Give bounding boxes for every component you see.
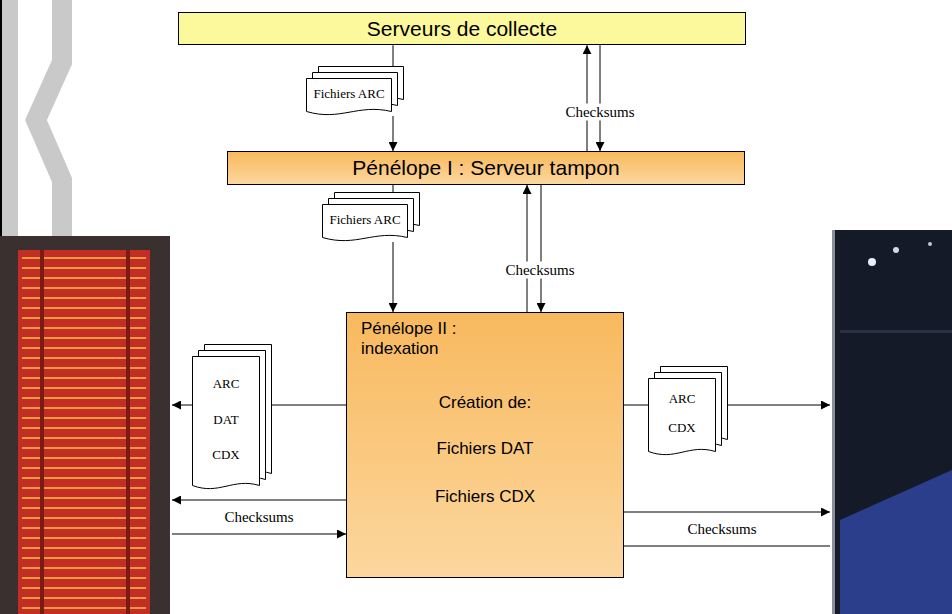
box-label: Pénélope I : Serveur tampon xyxy=(352,155,619,180)
edge-label: Checksums xyxy=(563,104,636,121)
text-area: Pénélope II : indexationCréation de: Fich… xyxy=(347,313,623,577)
connector-arrow xyxy=(527,185,528,312)
rack-photo xyxy=(0,236,170,614)
decor-band xyxy=(2,0,18,250)
process-box: Pénélope II : indexationCréation de: Fich… xyxy=(346,312,624,578)
file-stack: Fichiers ARC xyxy=(322,192,420,242)
text-area: Fichiers ARC xyxy=(306,78,392,108)
connector-arrow xyxy=(624,405,648,406)
text-area: Pénélope I : Serveur tampon xyxy=(228,152,744,184)
checksum-arrow xyxy=(598,546,830,547)
connector-arrow xyxy=(393,116,394,151)
rack-panel xyxy=(18,250,150,614)
document-page xyxy=(193,357,260,489)
rack-rail xyxy=(40,250,44,614)
box-label: Pénélope II : indexation xyxy=(361,319,491,360)
file-label: Fichiers ARC xyxy=(313,86,384,101)
cabinet-photo xyxy=(832,230,952,614)
connector-arrow xyxy=(541,185,542,312)
connector-arrow xyxy=(393,242,394,312)
file-label: ARC xyxy=(213,376,240,391)
document-page xyxy=(649,379,716,455)
document-symbol xyxy=(648,366,728,460)
document-page xyxy=(307,79,392,115)
arrow-line xyxy=(172,405,192,406)
checksum-arrow xyxy=(172,534,346,535)
connector-arrow xyxy=(393,45,394,66)
file-label: CDX xyxy=(212,447,239,462)
text-area: Serveurs de collecte xyxy=(179,13,745,44)
file-stack: ARC DAT CDX xyxy=(192,344,272,490)
cabinet-seam xyxy=(840,330,952,333)
file-stack: ARC CDX xyxy=(648,366,728,456)
file-label: ARC xyxy=(669,391,696,406)
file-label: CDX xyxy=(668,420,695,435)
file-label: DAT xyxy=(213,412,238,427)
cabinet-light xyxy=(893,247,899,253)
checksum-label: Checksums xyxy=(685,521,758,538)
box-label: Création de: xyxy=(347,393,623,413)
decor-chevron xyxy=(36,0,62,240)
rack-frame xyxy=(0,236,170,614)
checksum-arrow xyxy=(598,512,830,513)
box-label: Serveurs de collecte xyxy=(367,16,557,41)
checksum-label: Checksums xyxy=(222,509,295,526)
connector-arrow xyxy=(393,185,394,192)
connector-arrow xyxy=(272,405,346,406)
cabinet-light xyxy=(868,258,876,266)
cabinet-edge xyxy=(832,230,835,614)
box-label: Fichiers DAT xyxy=(347,439,623,459)
server-box: Pénélope I : Serveur tampon xyxy=(227,151,745,185)
connector-arrow xyxy=(600,45,601,151)
edge-label: Checksums xyxy=(503,262,576,279)
rack-rail xyxy=(126,250,130,614)
text-area: ARC DAT CDX xyxy=(192,356,260,482)
cabinet-reflection xyxy=(840,470,952,614)
file-label: Fichiers ARC xyxy=(329,212,400,227)
document-page xyxy=(323,205,408,241)
cabinet-light xyxy=(928,242,932,246)
server-box: Serveurs de collecte xyxy=(178,12,746,45)
checksum-arrow xyxy=(172,500,346,501)
text-area: ARC CDX xyxy=(648,378,716,448)
box-label: Fichiers CDX xyxy=(347,487,623,507)
file-stack: Fichiers ARC xyxy=(306,66,404,116)
cabinet-body xyxy=(832,230,952,614)
connector-arrow xyxy=(587,45,588,151)
text-area: Fichiers ARC xyxy=(322,204,408,234)
arrow-line xyxy=(728,405,830,406)
